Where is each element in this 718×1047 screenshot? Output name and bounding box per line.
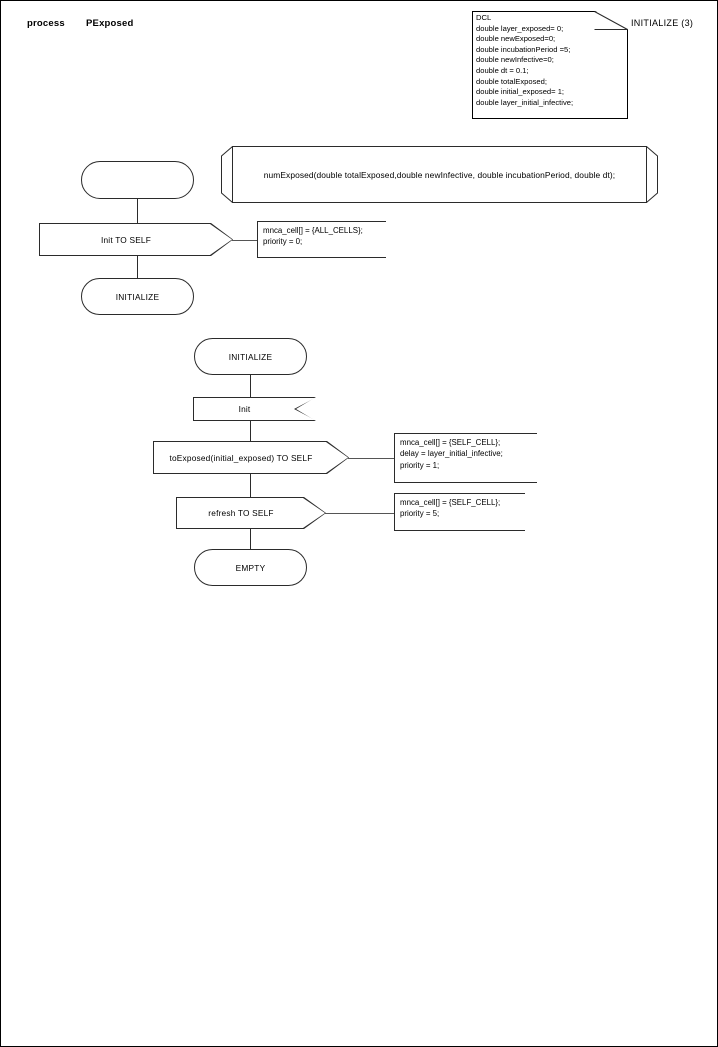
comment-connector-2 [348,458,394,459]
process-name: PExposed [86,18,134,29]
output-symbol-refresh[interactable]: refresh TO SELF [176,497,326,529]
flowline-output-to-state [137,256,138,278]
input-symbol-init[interactable]: Init [193,397,316,421]
output-symbol-fill [177,498,325,528]
flowline-output1-to-output2 [250,474,251,497]
start-state-symbol[interactable] [81,161,194,199]
input-label: Init [238,404,251,414]
flowline-state-to-input [250,375,251,397]
procedure-left-flap [221,146,233,203]
page-label: INITIALIZE (3) [631,18,694,28]
procedure-body: numExposed(double totalExposed,double ne… [232,146,647,203]
comment-symbol-to-exposed: mnca_cell[] = {SELF_CELL}; delay = layer… [394,433,541,487]
state-symbol-initialize-top[interactable]: INITIALIZE [81,278,194,315]
comment-bracket [257,221,386,258]
comment-bracket [394,433,537,483]
declaration-note: DCL double layer_exposed= 0; double newE… [472,11,628,119]
declaration-note-text: DCL double layer_exposed= 0; double newE… [476,13,574,107]
output-label: refresh TO SELF [208,508,274,518]
comment-connector-3 [325,513,394,514]
procedure-right-flap [646,146,658,203]
flowline-input-to-output1 [250,421,251,441]
procedure-call-symbol[interactable]: numExposed(double totalExposed,double ne… [221,146,658,203]
comment-connector-1 [232,240,257,241]
output-label: Init TO SELF [100,234,152,245]
comment-text: mnca_cell[] = {ALL_CELLS}; priority = 0; [263,226,363,247]
state-symbol-empty[interactable]: EMPTY [194,549,307,586]
output-symbol-init-to-self[interactable]: Init TO SELF [39,223,233,256]
output-label: toExposed(initial_exposed) TO SELF [169,452,313,463]
comment-symbol-refresh: mnca_cell[] = {SELF_CELL}; priority = 5; [394,493,529,535]
output-symbol-to-exposed[interactable]: toExposed(initial_exposed) TO SELF [153,441,349,474]
process-keyword: process [27,18,65,29]
comment-text: mnca_cell[] = {SELF_CELL}; delay = layer… [400,438,503,470]
input-symbol-fill [194,398,315,420]
flowline-start-to-output [137,199,138,223]
comment-text: mnca_cell[] = {SELF_CELL}; priority = 5; [400,498,501,519]
output-symbol-fill [154,442,348,473]
output-symbol-fill [40,224,232,255]
comment-symbol-init-to-self: mnca_cell[] = {ALL_CELLS}; priority = 0; [257,221,390,262]
comment-bracket [394,493,525,531]
flowline-output2-to-end-state [250,529,251,549]
state-symbol-initialize-bottom[interactable]: INITIALIZE [194,338,307,375]
procedure-signature: numExposed(double totalExposed,double ne… [263,169,616,180]
